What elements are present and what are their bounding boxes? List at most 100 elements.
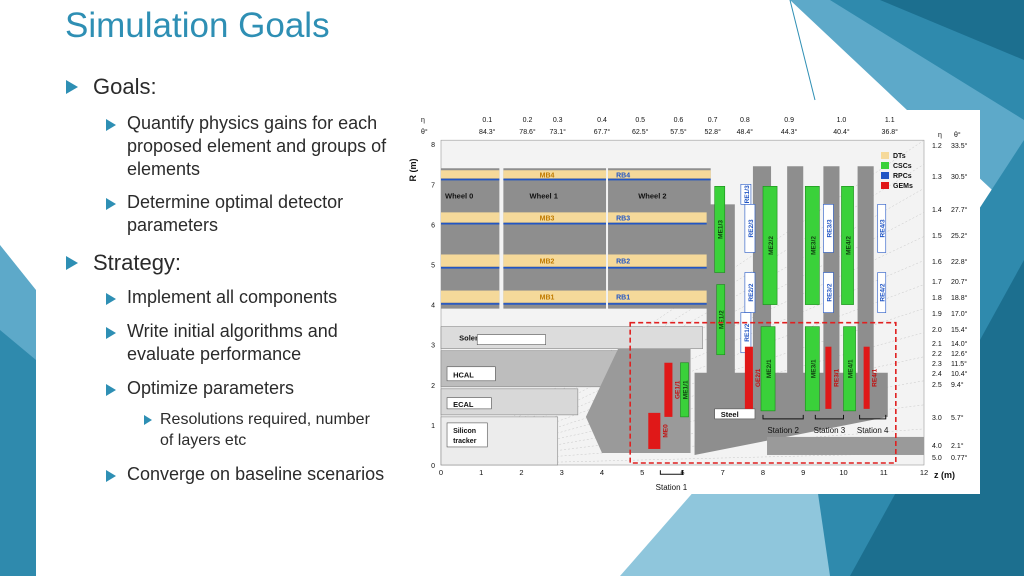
csc-chamber xyxy=(804,186,820,305)
rpc-label: RE2/3 xyxy=(748,219,755,237)
csc-chamber xyxy=(760,326,776,412)
gem-chamber xyxy=(744,346,753,409)
endcap-disk xyxy=(787,166,804,417)
rb-label: RB1 xyxy=(616,295,630,302)
right-eta: 1.8 xyxy=(932,295,942,302)
station-region-box xyxy=(629,321,897,464)
r-tick: 7 xyxy=(431,182,435,189)
r-tick: 4 xyxy=(431,303,435,310)
right-eta: 2.2 xyxy=(932,351,942,358)
station-label: Station 4 xyxy=(857,426,889,435)
gem-label: GE2/1 xyxy=(755,368,762,387)
z-tick: 12 xyxy=(920,468,928,477)
bullet-strategy-2: Write initial algorithms and evaluate pe… xyxy=(127,321,338,364)
right-eta: 1.3 xyxy=(932,174,942,181)
csc-label: ME2/1 xyxy=(766,359,773,378)
bullet-strategy-3: Optimize parameters xyxy=(127,378,295,398)
r-tick: 6 xyxy=(431,222,435,229)
r-axis-label: R (m) xyxy=(408,159,418,182)
dt-chamber xyxy=(608,254,711,267)
legend-label: GEMs xyxy=(893,183,913,190)
ecal-label: ECAL xyxy=(453,400,474,409)
barrel-wheel xyxy=(441,168,500,309)
top-eta: 1.1 xyxy=(885,117,895,124)
rpc-chamber xyxy=(503,267,607,269)
top-eta: 1.0 xyxy=(837,117,847,124)
theta-symbol: θ° xyxy=(421,128,428,136)
wheel-label: Wheel 0 xyxy=(445,191,473,200)
gem-label: RE4/1 xyxy=(872,368,879,386)
mb-label: MB3 xyxy=(540,216,555,223)
dt-chamber xyxy=(503,254,607,267)
legend-swatch xyxy=(881,162,889,169)
steel-label-box xyxy=(714,408,756,420)
station-label: Station 2 xyxy=(767,426,799,435)
top-theta: 48.4° xyxy=(737,128,754,136)
station-brace xyxy=(814,414,844,420)
barrel-wheel xyxy=(608,168,711,309)
top-theta: 40.4° xyxy=(833,128,850,136)
top-eta: 0.7 xyxy=(708,117,718,124)
right-eta: 1.6 xyxy=(932,259,942,266)
rpc-endcap xyxy=(877,272,887,313)
gem-chamber xyxy=(825,346,832,409)
station-brace xyxy=(659,470,683,475)
right-eta: 1.7 xyxy=(932,279,942,286)
right-eta: 2.0 xyxy=(932,327,942,334)
tracker-label: tracker xyxy=(453,438,477,445)
bullet-arrow-icon xyxy=(106,293,116,305)
rpc-chamber xyxy=(608,222,711,225)
gem-chamber xyxy=(664,362,673,417)
r-tick: 8 xyxy=(431,142,435,149)
rpc-label: RE3/2 xyxy=(826,283,833,301)
right-theta: 17.0° xyxy=(951,310,968,318)
tracker-label-box xyxy=(446,422,488,448)
top-theta: 52.8° xyxy=(704,128,721,136)
csc-label: ME1/2 xyxy=(719,310,726,329)
rpc-chamber xyxy=(608,303,711,305)
top-eta: 0.5 xyxy=(635,117,645,124)
rpc-endcap xyxy=(877,204,887,253)
rpc-chamber xyxy=(441,178,500,181)
gem-label: RE3/1 xyxy=(833,368,840,386)
rpc-chamber xyxy=(608,178,711,181)
top-theta: 84.3° xyxy=(479,128,496,136)
right-theta: 18.8° xyxy=(951,294,968,302)
csc-chamber xyxy=(762,186,778,305)
rb-label: RB3 xyxy=(616,216,630,223)
legend-swatch xyxy=(881,182,889,189)
mb-label: MB2 xyxy=(540,258,555,265)
forward-shield xyxy=(767,436,924,455)
z-tick: 11 xyxy=(880,468,888,477)
z-tick: 9 xyxy=(801,468,805,477)
top-eta: 0.6 xyxy=(674,117,684,124)
top-eta: 0.9 xyxy=(784,117,794,124)
rpc-label: RE1/2 xyxy=(744,323,751,341)
eta-symbol: η xyxy=(938,132,942,139)
r-tick: 3 xyxy=(431,343,435,350)
right-theta: 12.6° xyxy=(951,350,968,358)
z-axis-label: z (m) xyxy=(934,470,955,480)
right-eta: 5.0 xyxy=(932,455,942,462)
top-theta: 57.5° xyxy=(670,128,687,136)
top-theta: 73.1° xyxy=(549,128,566,136)
csc-chamber xyxy=(716,284,726,356)
right-eta: 2.4 xyxy=(932,371,942,378)
bullet-goals-1: Quantify physics gains for each proposed… xyxy=(127,113,387,179)
legend-label: RPCs xyxy=(893,173,912,180)
bullet-goals-2: Determine optimal detector parameters xyxy=(127,192,344,235)
z-tick: 1 xyxy=(479,468,483,477)
bullet-arrow-icon xyxy=(144,415,152,425)
csc-label: ME3/2 xyxy=(810,236,817,255)
rpc-chamber xyxy=(441,267,500,269)
legend-swatch xyxy=(881,152,889,159)
csc-label: ME1/3 xyxy=(718,220,725,239)
csc-chamber xyxy=(804,326,820,412)
right-theta: 15.4° xyxy=(951,326,968,334)
bullet-strategy-3-1: Resolutions required, number of layers e… xyxy=(160,411,370,449)
rpc-endcap xyxy=(744,204,756,253)
dt-chamber xyxy=(608,170,711,179)
right-eta: 2.1 xyxy=(932,341,942,348)
